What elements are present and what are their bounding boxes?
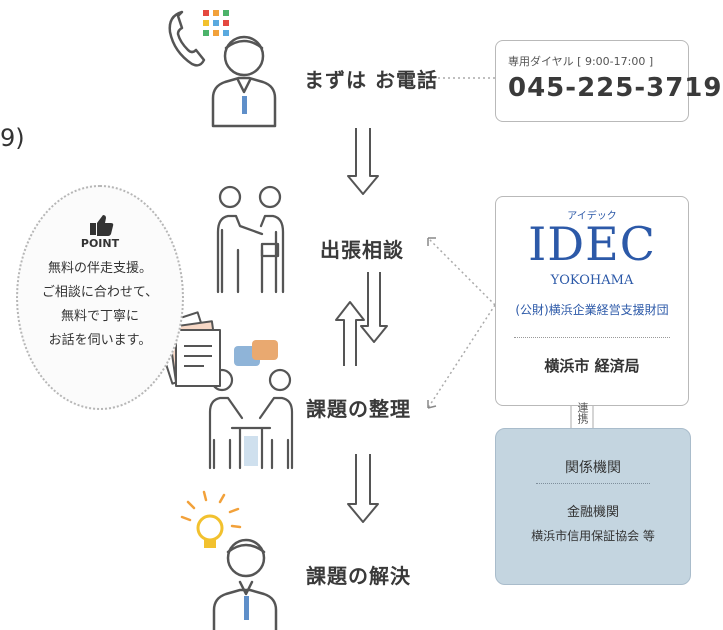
- lightbulb-person-icon: [212, 538, 278, 630]
- idec-katakana: アイデック: [567, 211, 617, 222]
- hotline-box: 専用ダイヤル [ 9:00-17:00 ] 045-225-3719: [495, 40, 722, 122]
- idec-city: YOKOHAMA: [550, 273, 634, 288]
- idec-org-name: (公財)横浜企業経営支援財団: [515, 303, 669, 317]
- step-consult-label: 出張相談: [320, 238, 404, 262]
- point-badge: POINT: [80, 237, 120, 250]
- connector-line: [427, 304, 496, 409]
- point-line-2: ご相談に合わせて、: [41, 285, 159, 300]
- step-call-label: まずは お電話: [304, 68, 438, 92]
- divider: [536, 483, 650, 484]
- lightbulb-icon: [180, 490, 242, 548]
- bureau-name: 横浜市 経済局: [544, 357, 640, 375]
- idec-logo: IDEC: [528, 217, 656, 271]
- up-down-arrows-icon: [335, 272, 388, 366]
- related-line2: 横浜市信用保証協会 等: [531, 529, 655, 543]
- step-solve-label: 課題の解決: [306, 564, 411, 588]
- hotline-number[interactable]: 045-225-3719: [508, 73, 723, 103]
- point-line-4: お話を伺います。: [48, 333, 152, 348]
- related-title: 関係機関: [565, 460, 621, 476]
- idec-box: アイデック IDEC YOKOHAMA (公財)横浜企業経営支援財団 横浜市 経…: [495, 196, 689, 406]
- thumbs-up-icon: [90, 215, 114, 236]
- connector-line: [427, 237, 496, 306]
- tie-icon: [244, 596, 249, 620]
- step-organize-label: 課題の整理: [306, 397, 411, 421]
- document-icon: [244, 436, 258, 466]
- hotline-caption: 専用ダイヤル [ 9:00-17:00 ]: [508, 55, 654, 68]
- point-line-1: 無料の伴走支援。: [47, 261, 152, 276]
- consultation-icon: [216, 185, 285, 294]
- phone-caller-icon: [168, 10, 277, 128]
- related-line1: 金融機関: [566, 505, 619, 520]
- left-fragment-text: 9): [0, 124, 25, 152]
- tie-icon: [242, 96, 247, 114]
- divider: [514, 337, 670, 338]
- speech-bubble-icon: [252, 340, 278, 360]
- point-bubble: POINT 無料の伴走支援。 ご相談に合わせて、 無料で丁寧に お話を伺います。: [16, 185, 184, 410]
- point-line-3: 無料で丁寧に: [60, 309, 139, 324]
- arrow-down-icon: [347, 454, 379, 523]
- related-orgs-box: 関係機関 金融機関 横浜市信用保証協会 等: [495, 428, 691, 585]
- color-dots-icon: [203, 10, 229, 36]
- arrow-down-icon: [347, 128, 379, 195]
- link-label: 連携: [576, 402, 589, 424]
